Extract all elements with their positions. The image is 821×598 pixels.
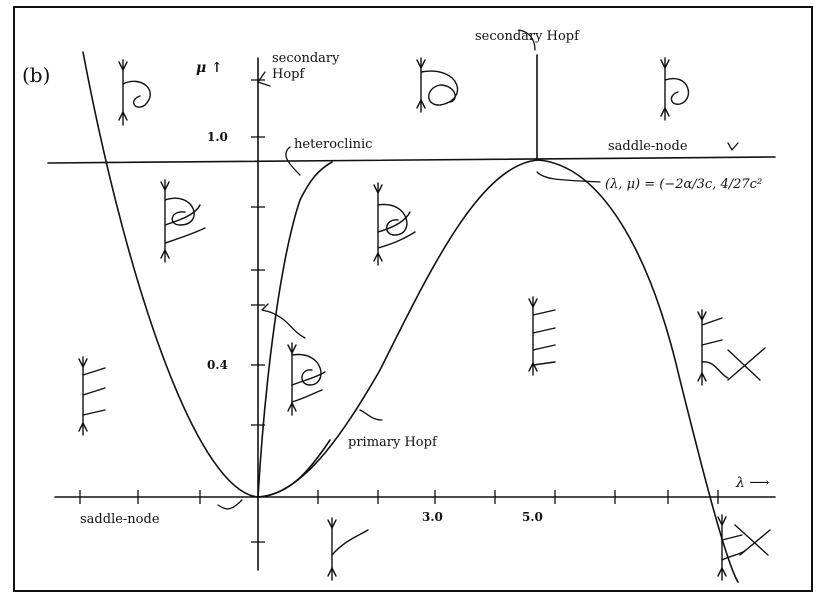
phase-portrait-2 [416,57,459,113]
x-tick-label-5.0: 5.0 [522,510,543,524]
y-axis-ticks [251,79,265,543]
secondary-hopf-left-label-line2: Hopf [272,67,305,82]
saddle-node-bottom-label: saddle-node [80,512,160,527]
x-axis-ticks [79,490,719,504]
phase-portrait-4 [160,179,206,263]
x-tick-label-3.0: 3.0 [422,510,443,524]
phase-portrait-1 [118,59,151,126]
y-tick-label-1.0: 1.0 [207,130,228,144]
phase-portrait-8 [287,342,326,416]
y-tick-label-0.4: 0.4 [207,358,228,372]
saddle-node-top-label: saddle-node [608,139,688,154]
axes [54,57,776,571]
phase-portrait-3 [660,57,690,121]
lambda-axis-label: λ ⟶ [735,475,769,491]
phase-portrait-5 [373,182,416,266]
point-formula-label: (λ, μ) = (−2α/3c, 4/27c² [605,177,762,192]
phase-portrait-11 [717,514,771,581]
saddle-node-line [47,156,776,164]
phase-portrait-7 [697,309,766,386]
heteroclinic-curve [257,161,333,498]
annotation-arrows [217,29,739,510]
phase-portraits [78,57,771,581]
primary-hopf-label: primary Hopf [348,435,438,450]
heteroclinic-label: heteroclinic [294,137,372,152]
panel-label: (b) [22,63,50,87]
secondary-hopf-top-label: secondary Hopf [475,29,580,44]
secondary-hopf-left-label-line1: secondary [272,51,340,66]
phase-portrait-10 [327,517,369,581]
phase-portrait-9 [78,356,106,436]
mu-axis-label: μ ↑ [196,60,223,76]
phase-portrait-6 [528,296,556,376]
primary-hopf-curve [257,159,739,583]
